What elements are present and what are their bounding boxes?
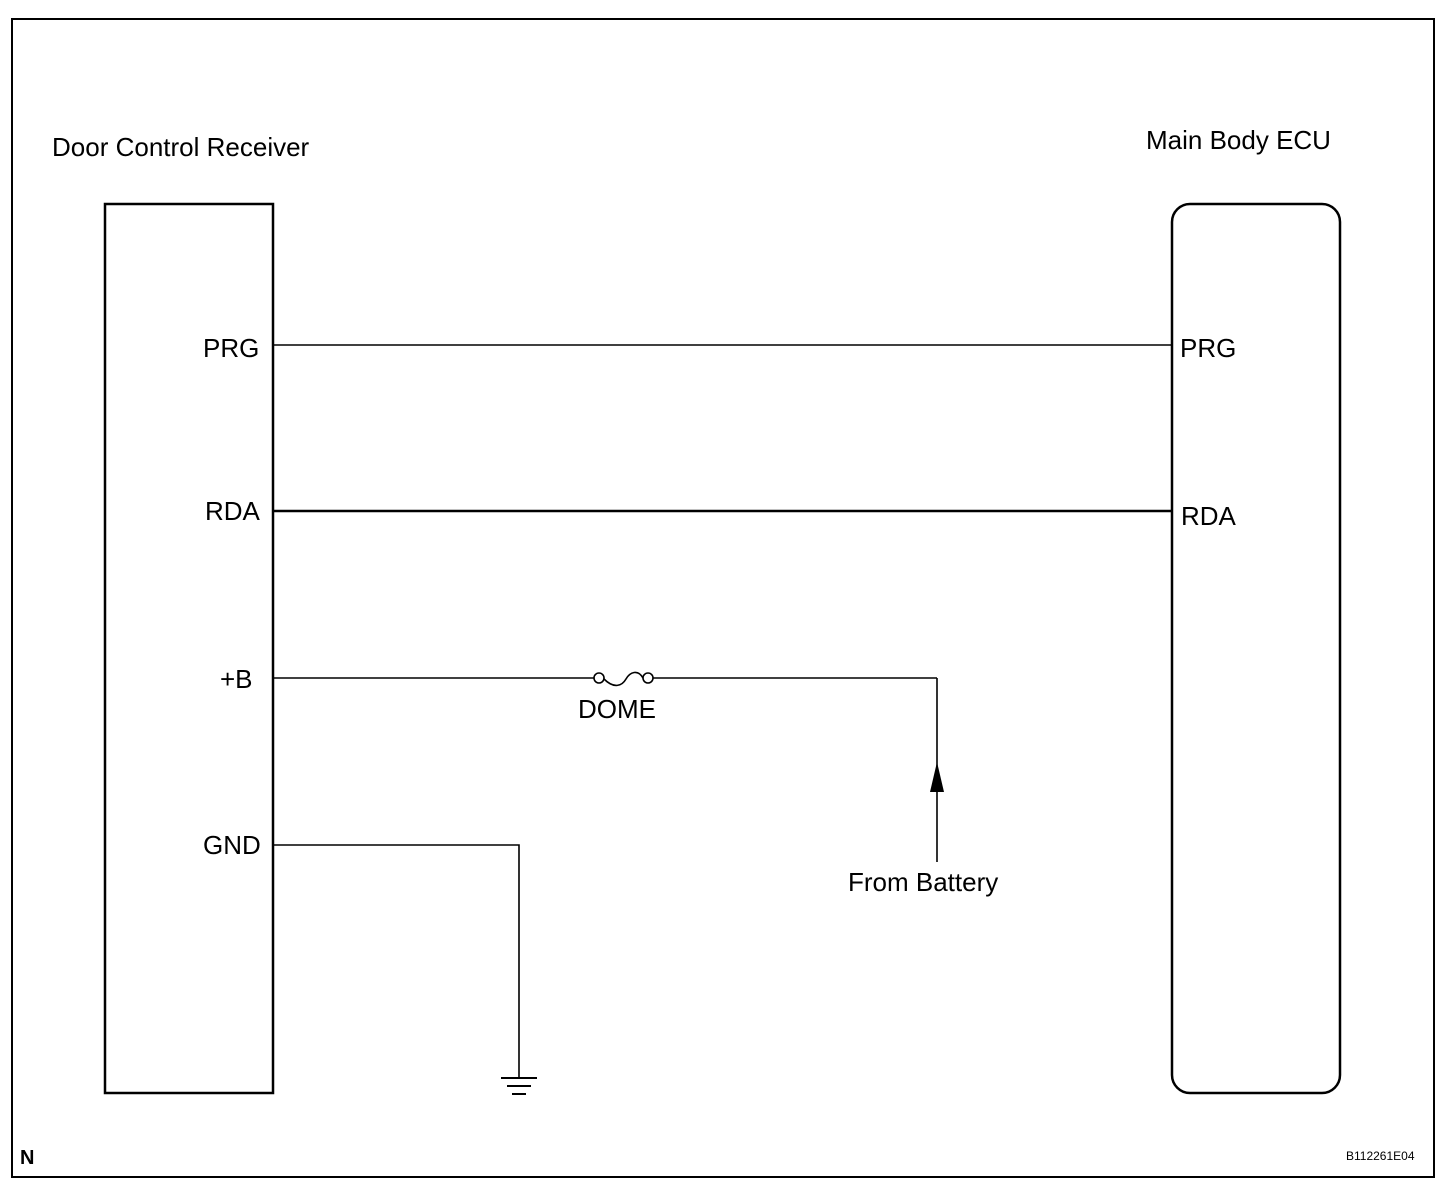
right-terminal-prg: PRG	[1180, 333, 1237, 363]
left-terminal-prg: PRG	[203, 333, 260, 363]
fuse-icon	[603, 671, 644, 687]
gnd-circuit	[273, 844, 537, 1095]
fuse-terminal-right	[642, 672, 654, 684]
left-terminal-rda: RDA	[205, 496, 260, 526]
door-control-receiver-title: Door Control Receiver	[52, 132, 310, 162]
figure-id: B112261E04	[1346, 1149, 1415, 1163]
fuse-terminal-left	[593, 672, 605, 684]
battery-source-label: From Battery	[848, 867, 999, 897]
outer-frame	[11, 18, 1435, 1178]
left-terminal-gnd: GND	[203, 830, 261, 860]
main-body-ecu-title: Main Body ECU	[1146, 125, 1331, 155]
door-control-receiver-box	[103, 202, 275, 1095]
main-body-ecu-box	[1170, 202, 1342, 1095]
plus-b-circuit	[273, 671, 944, 862]
fuse-label: DOME	[578, 694, 656, 724]
battery-arrow-icon	[930, 762, 944, 792]
right-terminal-rda: RDA	[1181, 501, 1236, 531]
left-terminal-plus-b: +B	[220, 664, 253, 694]
ground-icon	[501, 1077, 537, 1095]
footer-code: N	[20, 1147, 35, 1169]
